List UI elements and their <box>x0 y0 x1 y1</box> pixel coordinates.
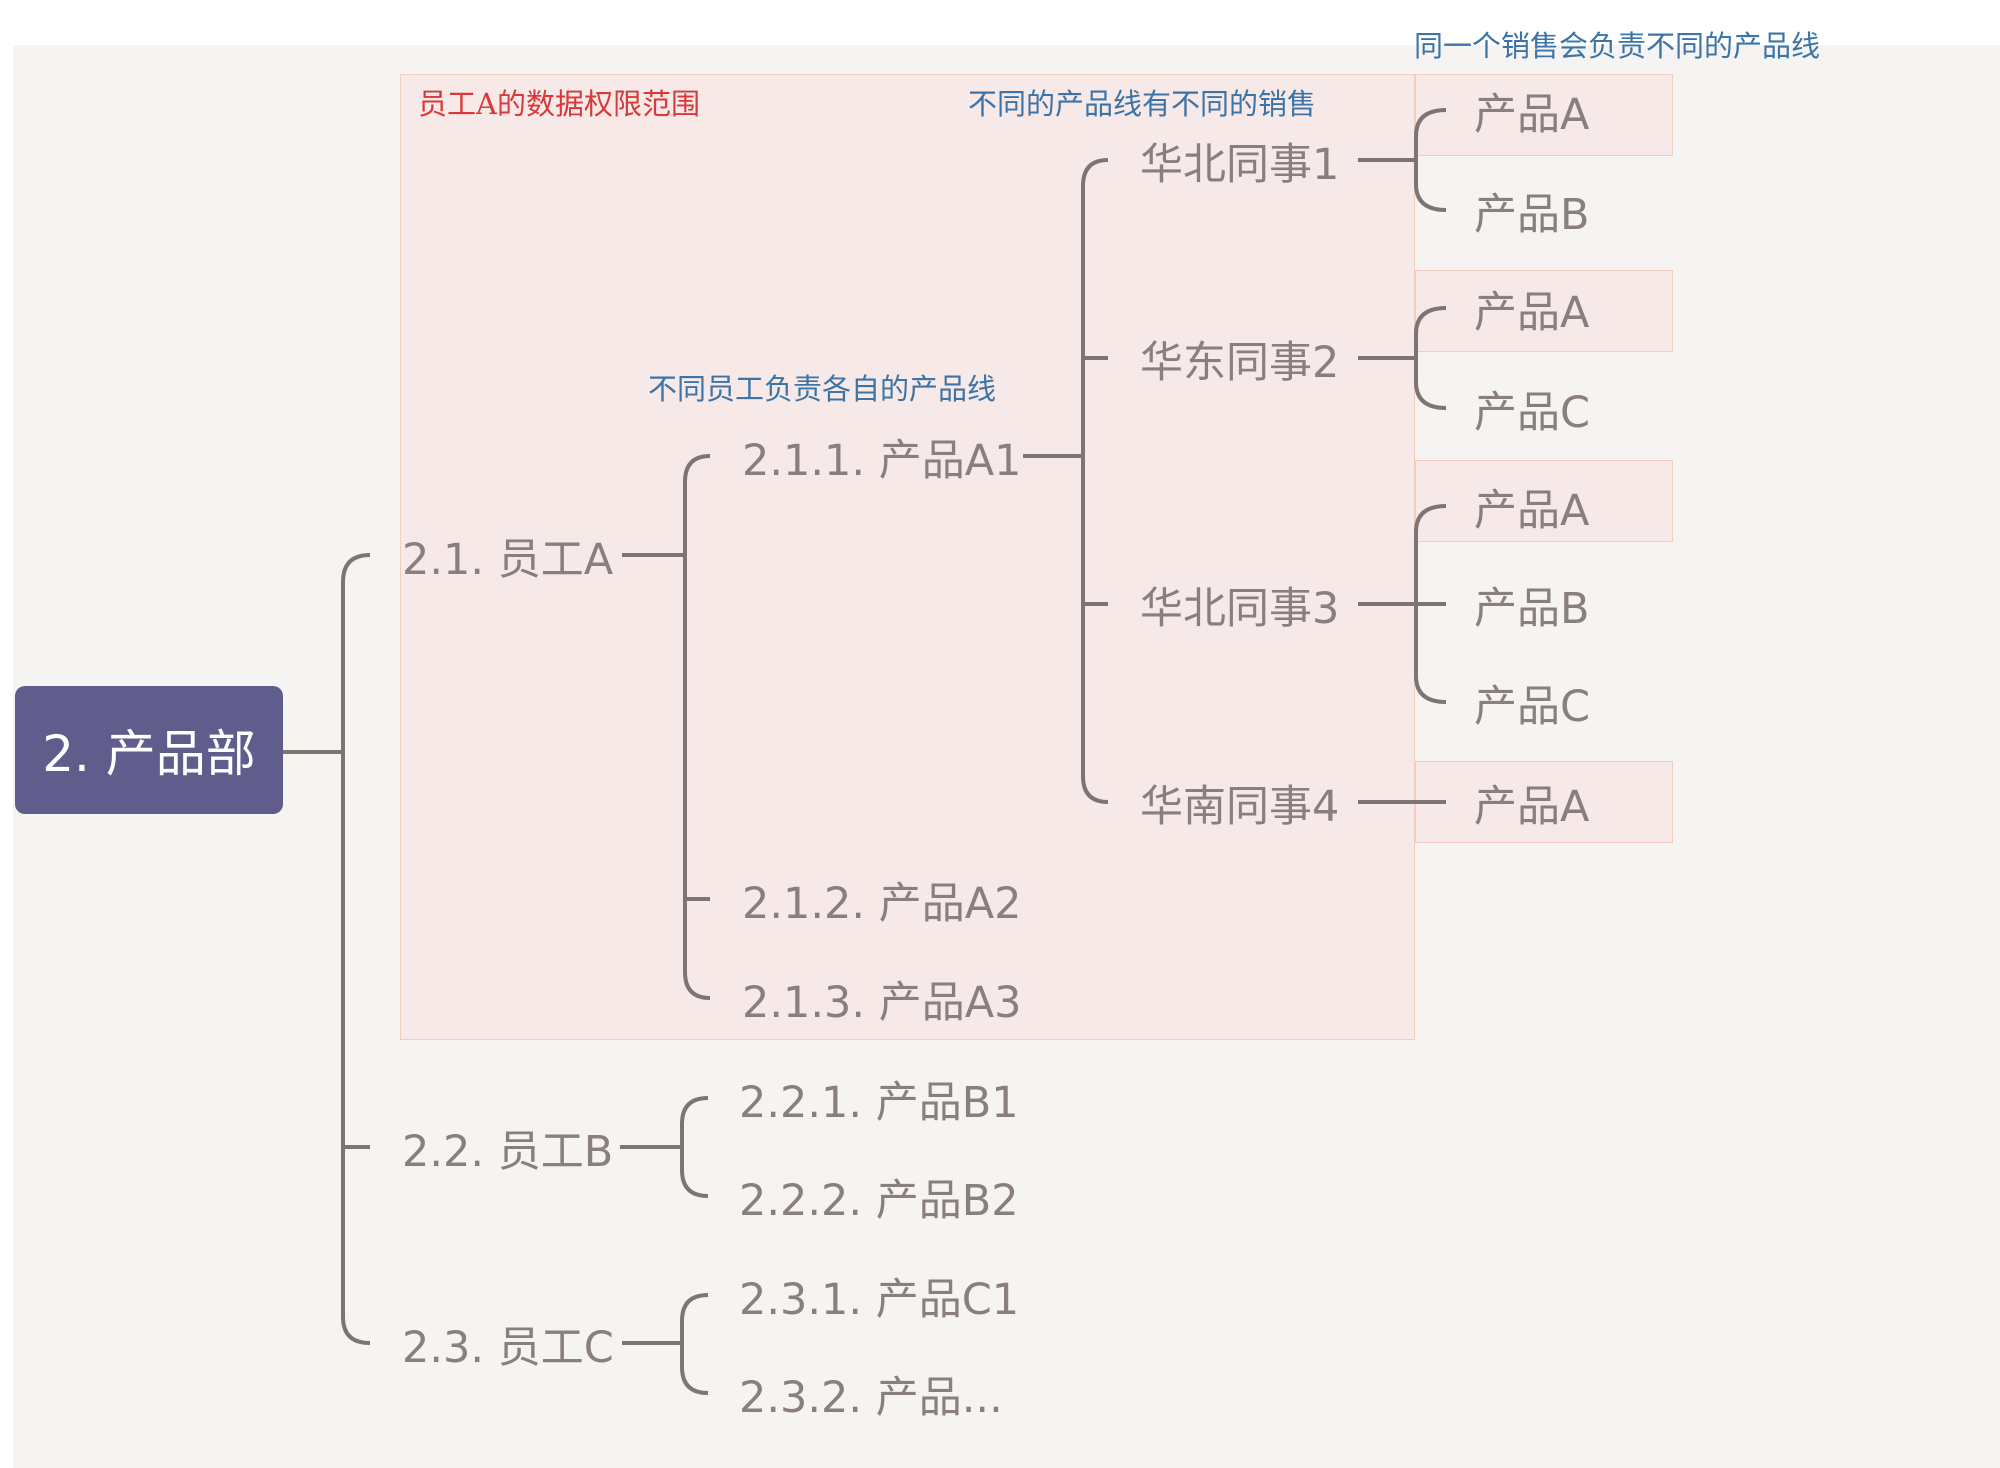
root-node-product-dept[interactable]: 2. 产品部 <box>15 686 283 814</box>
employee-c-node[interactable]: 2.3. 员工C <box>402 1323 614 1373</box>
employee-b-node[interactable]: 2.2. 员工B <box>402 1127 614 1177</box>
product-b1-node[interactable]: 2.2.1. 产品B1 <box>739 1078 1019 1128</box>
sales-product-node[interactable]: 产品A <box>1474 486 1590 536</box>
product-a2-node[interactable]: 2.1.2. 产品A2 <box>742 879 1022 929</box>
sales-product-lines-note: 同一个销售会负责不同的产品线 <box>1414 29 1821 63</box>
sales-product-node[interactable]: 产品B <box>1474 584 1590 634</box>
colleague-node[interactable]: 华南同事4 <box>1140 782 1340 832</box>
highlight-colleague3-product-a <box>1415 460 1673 542</box>
sales-product-node[interactable]: 产品A <box>1474 288 1590 338</box>
product-a3-node[interactable]: 2.1.3. 产品A3 <box>742 978 1022 1028</box>
employee-a-scope-box <box>400 74 1415 1040</box>
sales-product-node[interactable]: 产品C <box>1474 388 1591 438</box>
employee-a-node[interactable]: 2.1. 员工A <box>402 535 614 585</box>
product-lines-note: 不同的产品线有不同的销售 <box>968 87 1317 121</box>
colleague-node[interactable]: 华北同事1 <box>1140 140 1340 190</box>
employee-product-lines-note: 不同员工负责各自的产品线 <box>648 372 997 406</box>
product-c1-node[interactable]: 2.3.1. 产品C1 <box>739 1275 1020 1325</box>
highlight-colleague2-product-a <box>1415 270 1673 352</box>
product-b2-node[interactable]: 2.2.2. 产品B2 <box>739 1176 1019 1226</box>
product-c2-node[interactable]: 2.3.2. 产品... <box>739 1373 1003 1423</box>
highlight-colleague1-product-a <box>1415 74 1673 156</box>
employee-a-scope-label: 员工A的数据权限范围 <box>418 87 700 121</box>
colleague-node[interactable]: 华东同事2 <box>1140 338 1340 388</box>
sales-product-node[interactable]: 产品A <box>1474 782 1590 832</box>
colleague-node[interactable]: 华北同事3 <box>1140 584 1340 634</box>
sales-product-node[interactable]: 产品C <box>1474 682 1591 732</box>
sales-product-node[interactable]: 产品B <box>1474 190 1590 240</box>
sales-product-node[interactable]: 产品A <box>1474 90 1590 140</box>
product-a1-node[interactable]: 2.1.1. 产品A1 <box>742 436 1022 486</box>
